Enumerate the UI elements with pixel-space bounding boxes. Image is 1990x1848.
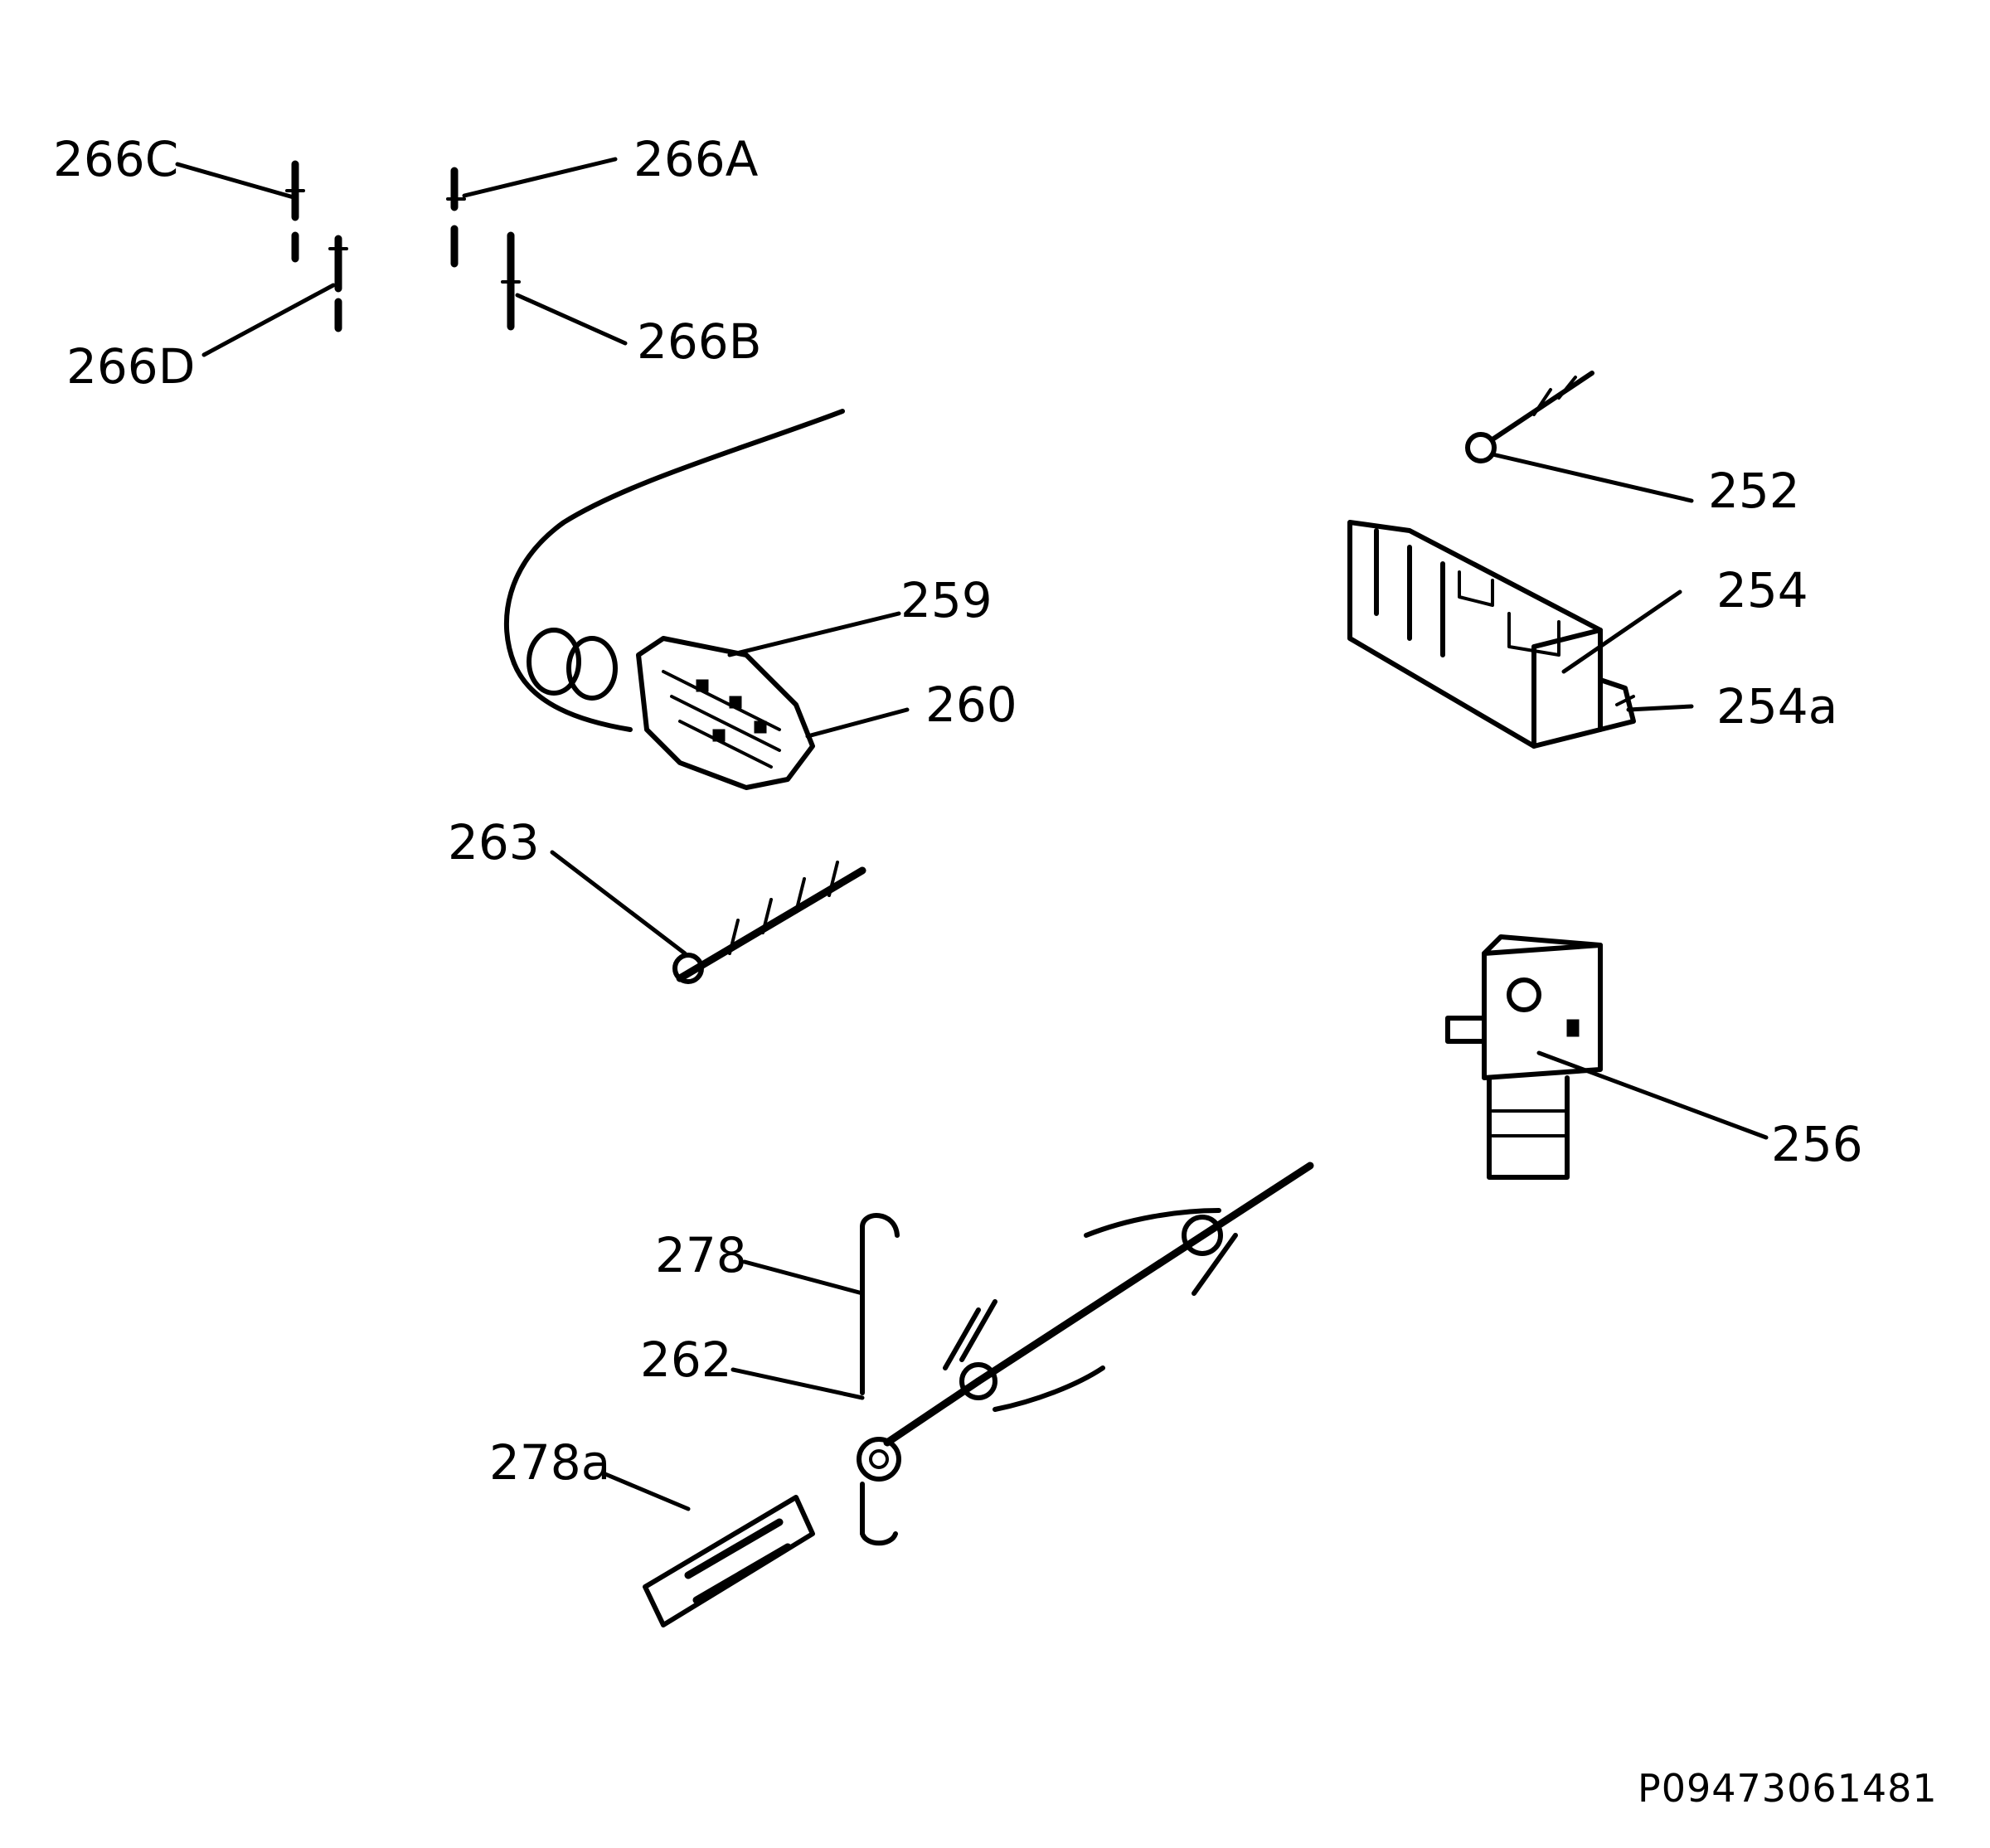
callout-263: 263 (448, 814, 540, 871)
callout-252: 252 (1708, 463, 1800, 519)
clip-266A (446, 167, 466, 268)
callout-256: 256 (1771, 1116, 1863, 1172)
support-278 (860, 1213, 900, 1395)
leader-266A (462, 157, 618, 198)
leader-266B (515, 293, 628, 346)
leader-278a (603, 1472, 691, 1511)
leader-266D (201, 283, 336, 357)
callout-259: 259 (900, 572, 993, 628)
thermocouple-259 (503, 409, 845, 732)
burner-body-260 (636, 636, 815, 790)
leader-278 (742, 1259, 865, 1296)
injector-263 (672, 861, 866, 984)
leader-260 (805, 707, 910, 739)
clip-266C (285, 160, 305, 263)
callout-266A: 266A (633, 131, 759, 187)
callout-260: 260 (925, 677, 1017, 733)
leader-262 (730, 1367, 865, 1400)
rotisserie-spit (883, 1162, 1314, 1447)
ignition-generator-254 (1347, 520, 1603, 749)
leader-259 (727, 611, 901, 657)
leader-254a (1626, 704, 1694, 712)
callout-254: 254 (1716, 562, 1808, 618)
callout-266D: 266D (66, 338, 195, 395)
valve-256 (1445, 934, 1603, 1180)
leader-254 (1561, 589, 1682, 674)
callout-278: 278 (655, 1227, 747, 1283)
spit-fork-rear (1084, 1208, 1238, 1296)
leader-263 (550, 850, 687, 956)
callout-254a: 254a (1716, 678, 1837, 735)
reference-code: P09473061481 (1638, 1766, 1938, 1811)
spit-fork-front (943, 1299, 1105, 1412)
leader-252 (1490, 452, 1694, 503)
coupling-262 (857, 1437, 901, 1546)
clip-266D (328, 235, 348, 332)
connector-254a (1598, 677, 1636, 732)
leader-256 (1536, 1050, 1769, 1140)
electrode-252 (1465, 371, 1594, 463)
leader-266C (175, 162, 296, 200)
clip-266B (501, 231, 521, 331)
callout-262: 262 (640, 1331, 732, 1388)
handle-278a (643, 1495, 815, 1627)
callout-266C: 266C (53, 131, 178, 187)
callout-266B: 266B (637, 313, 762, 370)
callout-278a: 278a (489, 1434, 610, 1491)
